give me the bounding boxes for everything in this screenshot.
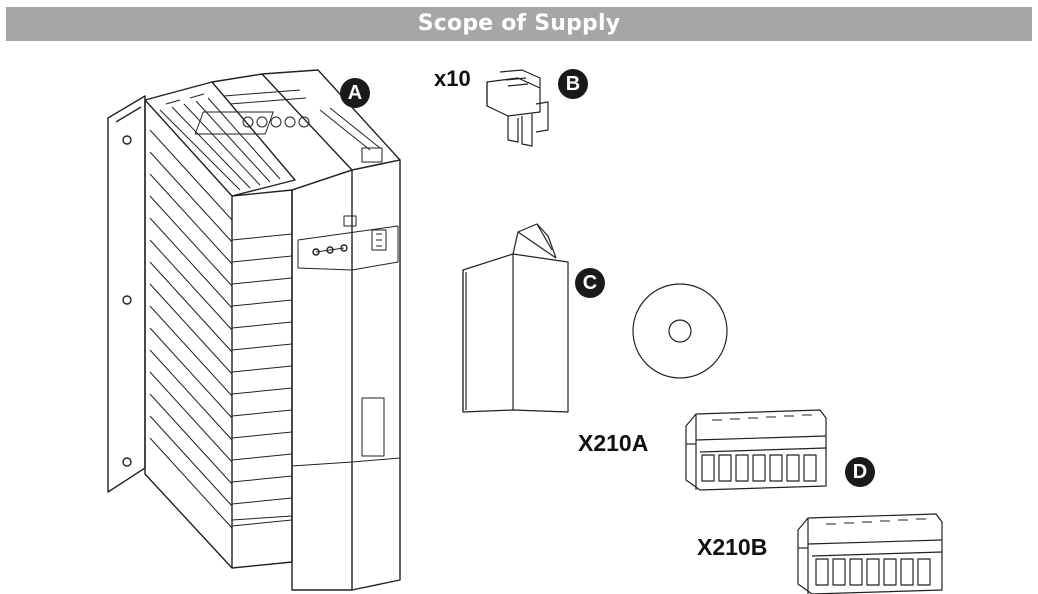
connector-x210a-label: X210A [578,430,649,456]
badge-d-letter: D [852,461,868,483]
cd-disc-drawing [632,283,728,379]
badge-a-letter: A [347,82,363,104]
quantity-label: x10 [434,66,471,91]
badge-b-letter: B [565,73,581,95]
terminal-block-x210a-drawing [685,409,827,491]
plug-connector-drawing [486,69,549,147]
section-header: Scope of Supply [6,7,1032,41]
section-title: Scope of Supply [417,11,621,36]
inverter-unit-drawing [107,69,401,591]
badge-b: B [558,69,588,99]
badge-c-letter: C [582,272,598,294]
badge-d: D [845,457,875,487]
manual-booklet-drawing [462,223,569,413]
badge-c: C [575,268,605,298]
badge-a: A [340,78,370,108]
connector-x210b-label: X210B [697,534,768,560]
terminal-block-x210b-drawing [797,513,943,594]
